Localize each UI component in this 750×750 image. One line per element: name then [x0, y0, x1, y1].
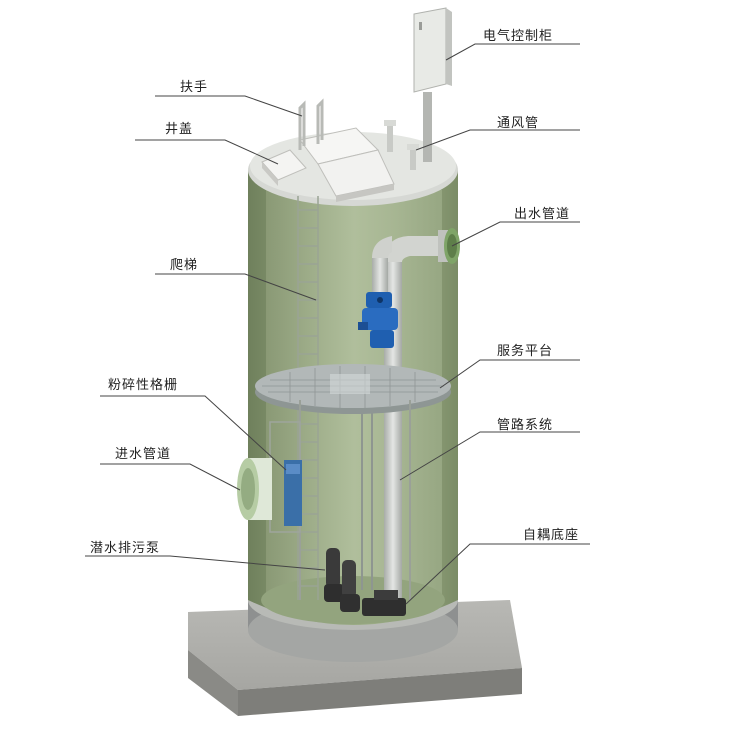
label-submersible-pump: 潜水排污泵 [90, 541, 161, 556]
leader-pipe-system [399, 431, 580, 481]
leader-inlet-pipe [100, 463, 241, 491]
label-manhole-cover: 井盖 [165, 122, 194, 137]
leader-vent-pipe [415, 129, 580, 151]
valve-assembly [358, 292, 398, 348]
label-grinder-grille: 粉碎性格栅 [108, 378, 179, 393]
vent-pipes [384, 120, 419, 170]
submersible-pumps [324, 548, 360, 612]
control-cabinet-shape [413, 7, 452, 162]
leader-grinder-grille [100, 395, 287, 471]
label-handrail: 扶手 [180, 80, 209, 95]
service-platform-shape [255, 364, 451, 600]
inlet-pipe-shape [237, 458, 272, 520]
label-pipe-system: 管路系统 [497, 418, 554, 433]
label-service-platform: 服务平台 [497, 344, 554, 359]
leader-ladder [155, 273, 317, 301]
leader-submersible-pump [85, 555, 326, 571]
leader-handrail [155, 95, 303, 117]
tank-lid [248, 127, 458, 206]
leader-manhole-cover [135, 139, 279, 165]
auto-coupling-base-shape [362, 590, 406, 616]
leader-auto-coupling-base [405, 543, 590, 605]
leader-control-cabinet [445, 43, 580, 61]
label-ladder: 爬梯 [170, 258, 199, 273]
label-control-cabinet: 电气控制柜 [483, 29, 554, 44]
label-outlet-pipe: 出水管道 [514, 207, 571, 222]
leader-outlet-pipe [451, 221, 580, 247]
label-inlet-pipe: 进水管道 [115, 447, 172, 462]
guide-rails [361, 380, 373, 590]
label-auto-coupling-base: 自耦底座 [523, 528, 580, 543]
leader-service-platform [439, 359, 580, 389]
handrail-shape [298, 98, 324, 150]
label-vent-pipe: 通风管 [497, 116, 540, 131]
leader-lines [85, 43, 590, 605]
